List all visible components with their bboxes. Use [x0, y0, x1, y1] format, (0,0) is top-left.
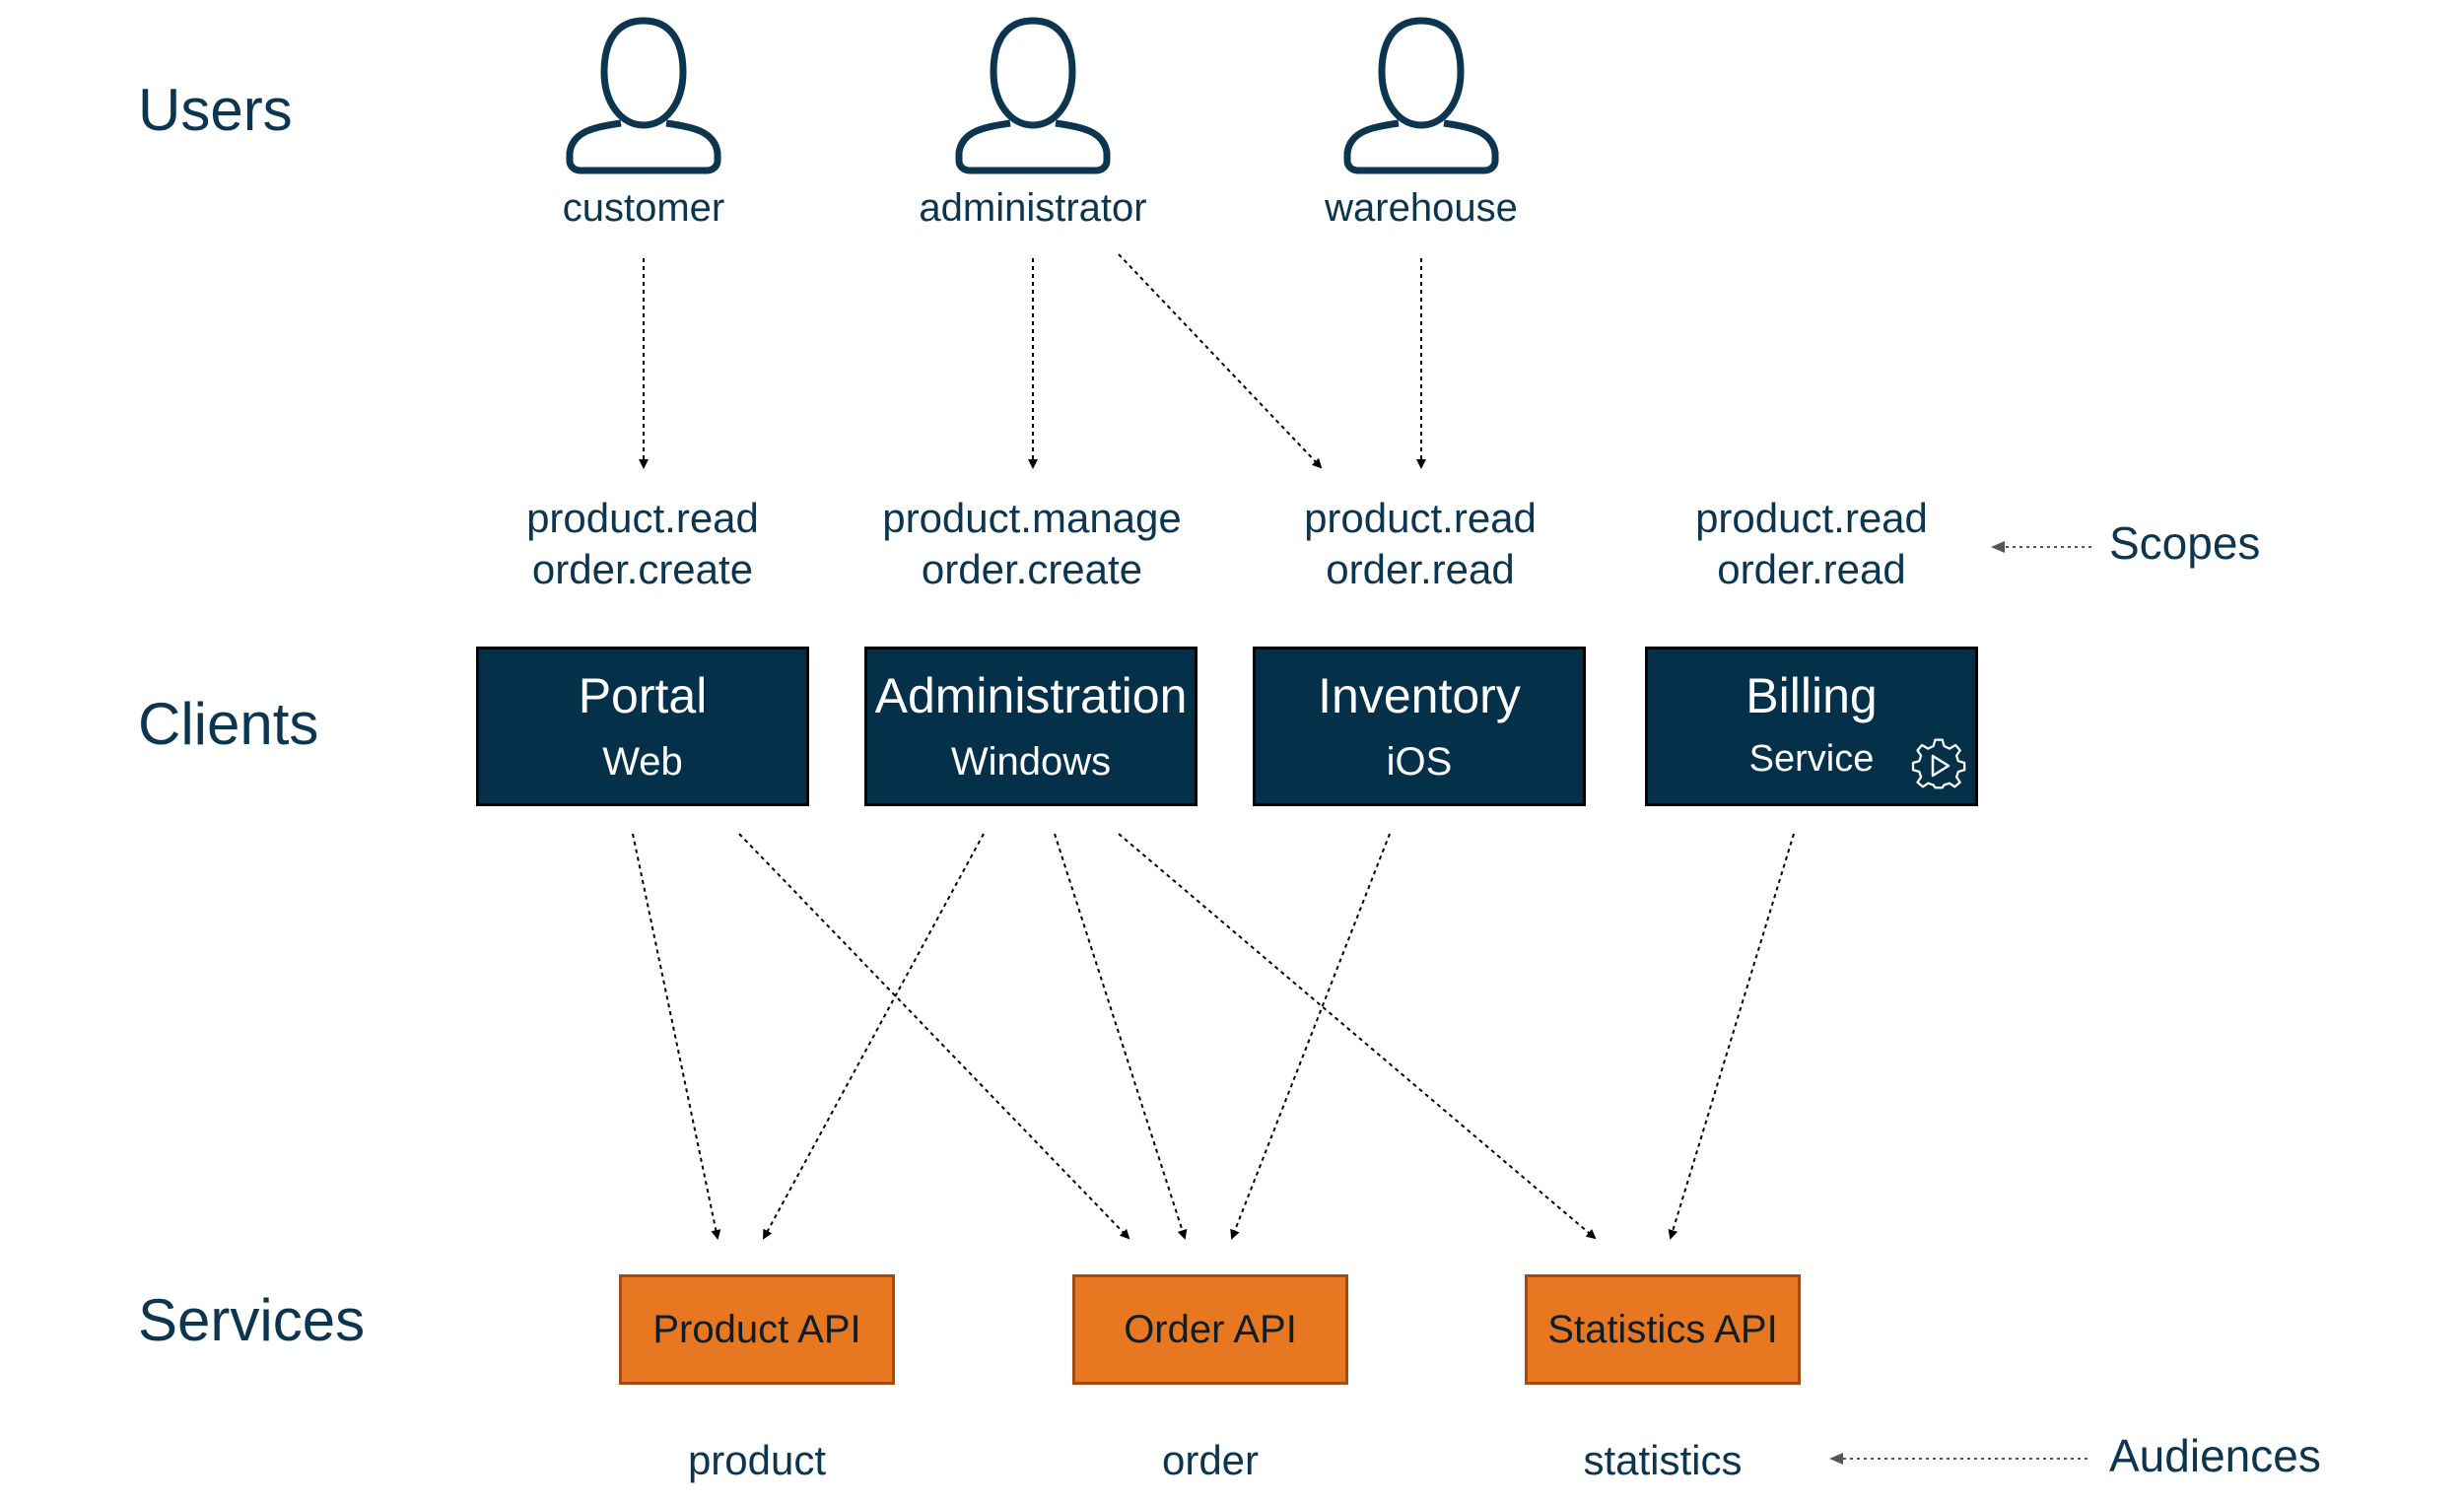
user-warehouse: warehouse — [1273, 15, 1569, 231]
service-product-api: Product API — [619, 1274, 895, 1385]
legend-scopes: Scopes — [2109, 517, 2261, 569]
client-inventory: Inventory iOS — [1253, 647, 1586, 806]
arrow-portal-to-order-api — [738, 833, 1130, 1240]
scope-line: order.create — [531, 546, 754, 592]
audience-product: product — [687, 1437, 827, 1483]
user-administrator: administrator — [885, 15, 1181, 231]
client-type: Service — [1748, 738, 1875, 780]
scope-portal: product.read order.create — [475, 493, 810, 595]
client-type: Web — [602, 740, 683, 784]
client-name: Inventory — [1318, 668, 1521, 723]
person-icon — [566, 17, 721, 174]
services-row-label: Services — [138, 1287, 366, 1353]
scope-billing: product.read order.read — [1644, 493, 1979, 595]
client-administration: Administration Windows — [864, 647, 1198, 806]
user-name: warehouse — [1325, 186, 1518, 230]
arrow-administration-to-statistics-api — [1118, 833, 1597, 1240]
client-billing: Billing Service — [1645, 647, 1978, 806]
service-statistics-api: Statistics API — [1525, 1274, 1801, 1385]
users-row-label: Users — [138, 77, 293, 143]
client-portal: Portal Web — [476, 647, 809, 806]
scope-line: product.read — [526, 495, 759, 541]
client-name: Portal — [578, 668, 708, 723]
gear-play-icon — [1911, 738, 1966, 789]
client-name: Billing — [1745, 668, 1878, 723]
arrow-administration-to-order-api — [1054, 833, 1188, 1240]
scope-line: product.read — [1695, 495, 1928, 541]
scope-line: product.read — [1304, 495, 1537, 541]
scope-line: order.read — [1326, 546, 1515, 592]
arrow-administration-to-product-api — [763, 833, 985, 1240]
arrow-portal-to-product-api — [632, 833, 721, 1240]
audience-statistics: statistics — [1583, 1437, 1743, 1483]
arrow-billing-to-statistics-api — [1668, 833, 1795, 1240]
scope-line: product.manage — [882, 495, 1182, 541]
client-type: iOS — [1386, 740, 1453, 784]
person-icon — [955, 17, 1111, 174]
user-customer: customer — [496, 15, 791, 231]
legend-audiences: Audiences — [2109, 1430, 2321, 1481]
person-icon — [1343, 17, 1499, 174]
scope-administration: product.manage order.create — [864, 493, 1199, 595]
scope-line: order.create — [921, 546, 1143, 592]
scope-inventory: product.read order.read — [1253, 493, 1588, 595]
client-type: Windows — [950, 740, 1112, 784]
client-name: Administration — [874, 668, 1188, 723]
user-name: customer — [562, 186, 725, 230]
scope-line: order.read — [1717, 546, 1906, 592]
clients-row-label: Clients — [138, 691, 319, 757]
arrow-inventory-to-order-api — [1230, 833, 1391, 1240]
user-name: administrator — [919, 186, 1147, 230]
service-order-api: Order API — [1072, 1274, 1348, 1385]
audience-order: order — [1161, 1437, 1260, 1483]
arrow-administrator-to-inventory-scope — [1118, 253, 1323, 469]
